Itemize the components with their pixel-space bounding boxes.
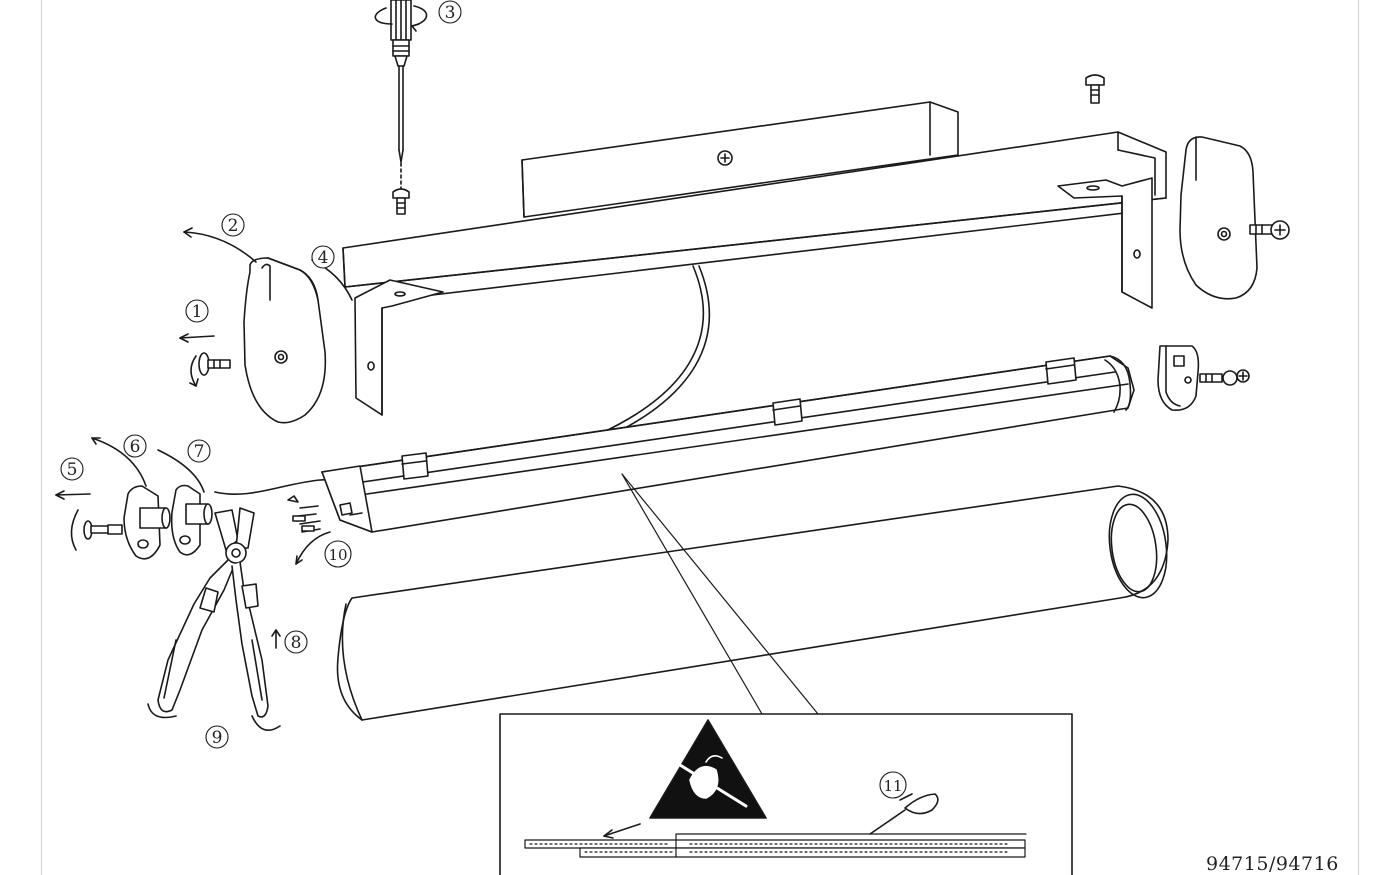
left-end-cap <box>243 257 327 424</box>
led-module-body <box>321 355 1135 533</box>
sheet-border-left <box>41 0 42 875</box>
step-4-marker: 4 <box>311 245 335 269</box>
step-6-marker: 6 <box>123 434 147 458</box>
screw-icon <box>83 520 123 540</box>
mounting-bracket <box>342 131 1167 416</box>
wall-mounting-box <box>521 101 959 218</box>
svg-text:9: 9 <box>212 728 223 748</box>
wire-connectors <box>287 495 321 533</box>
screw-icon <box>1085 74 1105 104</box>
screwdriver-icon <box>374 0 428 189</box>
sheet-border-right <box>1358 0 1359 875</box>
screwdriver-icon <box>869 793 939 835</box>
step-2-marker: 2 <box>221 213 245 237</box>
svg-text:10: 10 <box>328 546 347 564</box>
led-strip <box>524 833 1027 858</box>
step-9-marker: 9 <box>205 725 229 749</box>
screw-icon <box>1249 220 1290 240</box>
screw-icon <box>1199 369 1250 386</box>
svg-text:1: 1 <box>192 302 203 322</box>
model-code: 94715/94716 <box>1206 853 1339 875</box>
pliers-icon <box>157 507 269 718</box>
svg-text:5: 5 <box>67 460 78 480</box>
svg-text:2: 2 <box>228 216 239 236</box>
screw-icon <box>198 352 231 376</box>
step-11-marker: 11 <box>879 771 907 799</box>
step-7-marker: 7 <box>187 439 211 463</box>
svg-text:3: 3 <box>445 3 456 23</box>
esd-warning-icon <box>649 719 767 819</box>
svg-text:11: 11 <box>883 777 902 795</box>
step-1-marker: 1 <box>185 299 209 323</box>
step-8-marker: 8 <box>284 630 308 654</box>
rotate-arrow-icon <box>55 227 913 801</box>
step-3-marker: 3 <box>438 0 462 24</box>
step-10-marker: 10 <box>324 540 352 568</box>
screw-icon <box>392 188 410 215</box>
svg-text:4: 4 <box>318 248 329 268</box>
mounting-clip <box>1157 345 1200 412</box>
left-holder-assembly <box>123 484 213 560</box>
svg-text:7: 7 <box>194 442 205 462</box>
step-5-marker: 5 <box>60 457 84 481</box>
right-end-cap <box>1179 136 1258 300</box>
step-markers: 1 2 3 4 5 6 7 <box>60 0 907 799</box>
detail-callout-lines <box>621 473 819 715</box>
detail-inset <box>499 713 1073 875</box>
svg-text:8: 8 <box>291 633 302 653</box>
glass-diffuser <box>336 485 1169 721</box>
svg-text:6: 6 <box>130 437 141 457</box>
